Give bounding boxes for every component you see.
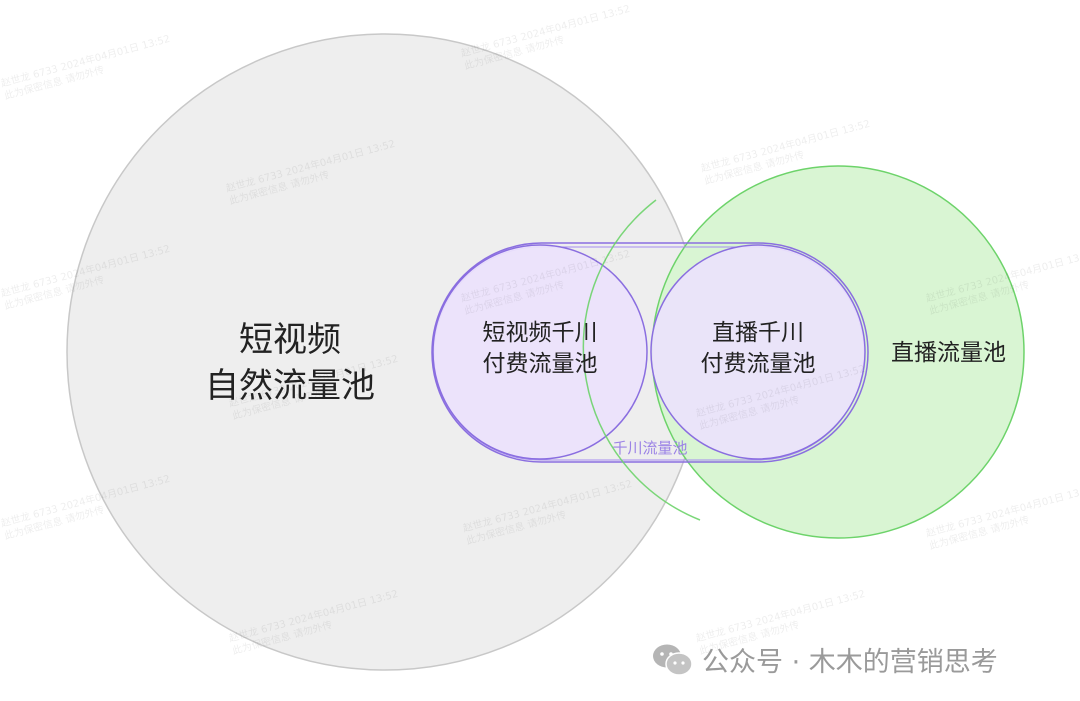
live-natural-pool-label: 直播流量池 (891, 340, 1006, 366)
short-video-qianchuan-circle (432, 244, 648, 460)
short-video-natural-pool-label: 短视频 自然流量池 (205, 320, 375, 406)
footer-text: 公众号 · 木木的营销思考 (702, 647, 998, 678)
live-qianchuan-circle (650, 244, 866, 460)
live-qianchuan-label: 直播千川 付费流量池 (700, 320, 816, 378)
wechat-icon (653, 644, 693, 676)
qianchuan-pool-label: 千川流量池 (612, 439, 688, 457)
footer-source: 公众号 · 木木的营销思考 (652, 640, 998, 679)
short-video-qianchuan-label: 短视频千川 付费流量池 (482, 320, 598, 378)
qianchuan-pool-pill (431, 242, 869, 463)
